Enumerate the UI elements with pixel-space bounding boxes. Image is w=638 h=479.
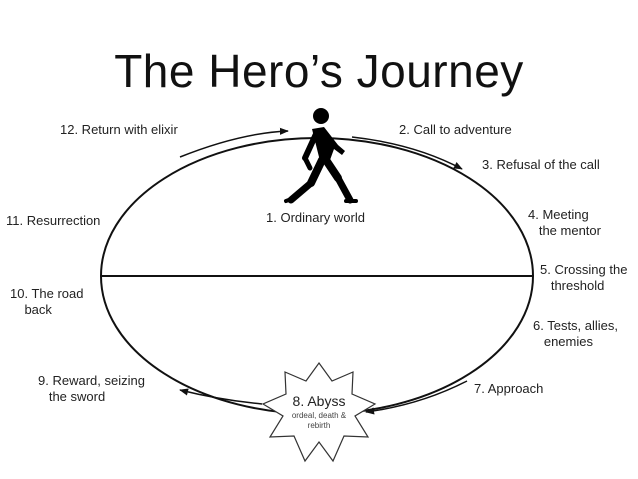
- arrow-return-to-top: [179, 127, 289, 158]
- stage-5-label: 5. Crossing the threshold: [540, 262, 628, 293]
- star-burst-icon: [261, 361, 377, 463]
- walking-person-icon: [284, 108, 358, 204]
- stage-3-label: 3. Refusal of the call: [482, 157, 600, 172]
- page-title: The Hero’s Journey: [114, 45, 524, 97]
- arrow-abyss-to-reward: [179, 388, 263, 405]
- stage-8-label: 8. Abyss: [292, 393, 346, 409]
- stage-7-label: 7. Approach: [474, 381, 544, 396]
- stage-2-label: 2. Call to adventure: [399, 122, 512, 137]
- stage-11-label: 11. Resurrection: [6, 213, 101, 228]
- stage-12-label: 12. Return with elixir: [60, 122, 178, 137]
- stage-9-label: 9. Reward, seizing the sword: [38, 373, 145, 404]
- arrow-approach-to-abyss: [365, 380, 468, 415]
- stage-8-sublabel: ordeal, death & rebirth: [291, 411, 347, 430]
- stage-1-label: 1. Ordinary world: [266, 210, 365, 225]
- stage-10-label: 10. The road back: [10, 286, 84, 317]
- arrow-call-to-refusal: [351, 136, 463, 170]
- stage-6-label: 6. Tests, allies, enemies: [533, 318, 619, 349]
- stage-4-label: 4. Meeting the mentor: [528, 207, 601, 238]
